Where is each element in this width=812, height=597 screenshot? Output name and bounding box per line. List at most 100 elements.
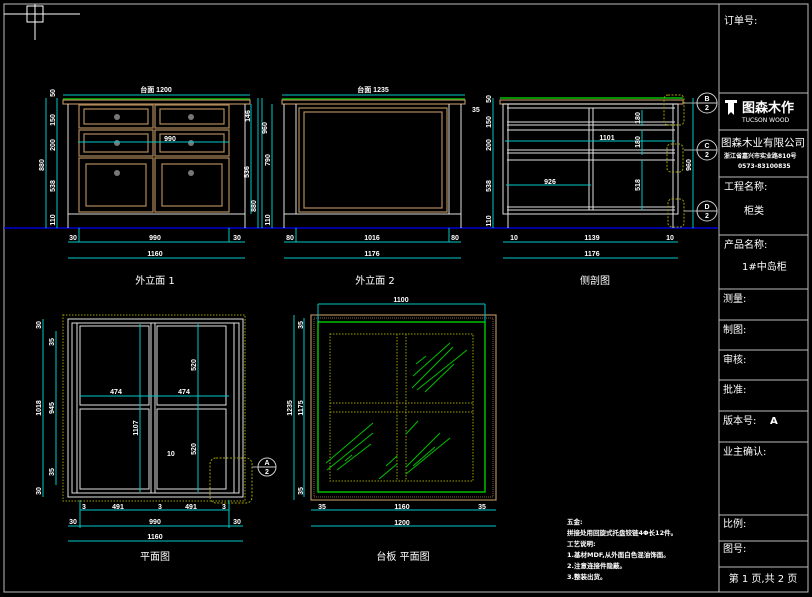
- dim-label: 990: [164, 136, 176, 143]
- dim-label: 35: [318, 504, 326, 511]
- order-no-label: 订单号:: [724, 15, 757, 27]
- note-line: 拼接处用回旋式托盘铰链4Φ长12件。: [567, 528, 677, 537]
- elevation-2: 台面 1235 80 1016 80 1176 960 790 110 35 外…: [261, 85, 480, 287]
- dim-label: 474: [110, 389, 122, 396]
- view-title: 台板 平面图: [376, 550, 429, 563]
- dim-label: 180: [635, 136, 642, 148]
- dim-label: 880: [251, 200, 258, 212]
- dim-label: 10: [510, 235, 518, 242]
- note-line: 工艺说明:: [567, 539, 596, 548]
- dim-label: 35: [472, 107, 480, 114]
- svg-text:2: 2: [705, 105, 709, 112]
- dim-label: 35: [49, 468, 56, 476]
- dim-label: 10: [666, 235, 674, 242]
- company-name: 图森木业有限公司: [721, 136, 805, 149]
- dim-label: 1176: [364, 251, 379, 258]
- project-value: 柜类: [744, 204, 764, 217]
- dim-label: 3: [158, 504, 162, 511]
- dim-label: 1139: [584, 235, 599, 242]
- dim-label: 3: [82, 504, 86, 511]
- plan-view: 1018 945 35 35 30 30 474 474 1107 520 52…: [36, 314, 277, 563]
- ucs-crosshair-icon: [4, 4, 80, 40]
- view-title: 平面图: [140, 551, 170, 563]
- dim-label: 474: [178, 389, 190, 396]
- dim-label: 50: [50, 89, 57, 97]
- svg-text:A: A: [264, 460, 269, 467]
- review-label: 审核:: [723, 353, 746, 366]
- product-label: 产品名称:: [724, 238, 767, 251]
- detail-callout-b[interactable]: B 2: [684, 92, 718, 114]
- dim-label: 1176: [584, 251, 599, 258]
- detail-callout-c[interactable]: C 2: [684, 139, 718, 161]
- elevation-1: 台面 1200 30 990 30 1160 880 50 150 200 53…: [39, 85, 259, 287]
- dim-label: 1160: [147, 251, 162, 258]
- side-section: 50 150 200 538 110 10 1139 10 1176 1101 …: [486, 92, 718, 287]
- svg-text:D: D: [704, 204, 709, 211]
- dim-label: 1200: [394, 520, 410, 527]
- dim-label: 3: [222, 504, 226, 511]
- dim-label: 880: [39, 159, 46, 171]
- logo-icon: [725, 100, 737, 115]
- knob-icon: [114, 114, 194, 176]
- view-title: 外立面 2: [355, 274, 395, 287]
- dim-label: 518: [635, 179, 642, 191]
- dim-label: 30: [36, 487, 43, 495]
- version-label: 版本号:: [723, 414, 756, 427]
- countertop-plan: 1100 1235 1175 35 35 35 1160 35 1200 台板 …: [287, 297, 497, 563]
- dim-label: 520: [191, 359, 198, 371]
- svg-text:2: 2: [705, 152, 709, 159]
- page-indicator: 第 1 页,共 2 页: [729, 572, 798, 585]
- dim-label: 30: [233, 235, 241, 242]
- svg-text:2: 2: [265, 469, 269, 476]
- dim-label: 50: [486, 95, 493, 103]
- owner-confirm-label: 业主确认:: [723, 445, 766, 458]
- dim-label: 536: [244, 166, 251, 178]
- dim-label: 30: [36, 321, 43, 329]
- dim-label: 1175: [298, 400, 305, 415]
- dim-label: 80: [451, 235, 459, 242]
- dim-label: 960: [686, 159, 693, 171]
- dim-label: 960: [262, 122, 269, 134]
- dim-label: 35: [49, 338, 56, 346]
- company-logo: 图森木作 TUCSON WOOD: [725, 100, 794, 124]
- dim-label: 146: [245, 110, 252, 122]
- svg-text:B: B: [704, 96, 709, 103]
- dim-label: 150: [486, 116, 493, 128]
- note-line: 3.整装出货。: [567, 572, 607, 581]
- dim-label: 台面 1200: [140, 85, 172, 94]
- svg-text:C: C: [704, 143, 709, 150]
- note-line: 2.注意连接件隐蔽。: [567, 561, 626, 570]
- dim-label: 35: [478, 504, 486, 511]
- dim-label: 1160: [394, 504, 409, 511]
- dim-label: 538: [486, 180, 493, 192]
- company-address: 浙江省嘉兴市实业路810号: [724, 152, 797, 160]
- dim-label: 491: [185, 504, 197, 511]
- dim-label: 1018: [36, 400, 43, 416]
- dim-label: 1016: [364, 235, 380, 242]
- svg-text:图森木作: 图森木作: [742, 100, 794, 116]
- dim-label: 520: [191, 443, 198, 455]
- dim-label: 110: [486, 215, 493, 226]
- dim-label: 1100: [393, 297, 408, 304]
- detail-callout-a[interactable]: A 2: [252, 457, 277, 477]
- dim-label: 790: [265, 154, 272, 166]
- view-title: 外立面 1: [135, 274, 175, 287]
- dim-label: 35: [298, 321, 305, 329]
- dim-label: 945: [49, 402, 56, 414]
- note-line: 五金:: [567, 517, 583, 526]
- notes: 五金: 拼接处用回旋式托盘铰链4Φ长12件。 工艺说明: 1.基材MDF,从外面…: [567, 517, 677, 581]
- drafting-label: 制图:: [723, 323, 746, 336]
- title-block: 订单号: 图森木作 TUCSON WOOD 图森木业有限公司 浙江省嘉兴市实业路…: [718, 3, 809, 593]
- dim-label: 1160: [147, 534, 162, 541]
- dim-label: 538: [50, 180, 57, 192]
- dim-label: 150: [50, 114, 57, 126]
- dim-label: 110: [50, 214, 57, 225]
- dim-label: 926: [544, 179, 556, 186]
- dim-label: 35: [298, 487, 305, 495]
- dim-label: 990: [149, 235, 161, 242]
- svg-text:TUCSON WOOD: TUCSON WOOD: [741, 117, 790, 124]
- svg-text:2: 2: [705, 213, 709, 220]
- detail-callout-d[interactable]: D 2: [684, 200, 718, 222]
- dim-label: 491: [112, 504, 124, 511]
